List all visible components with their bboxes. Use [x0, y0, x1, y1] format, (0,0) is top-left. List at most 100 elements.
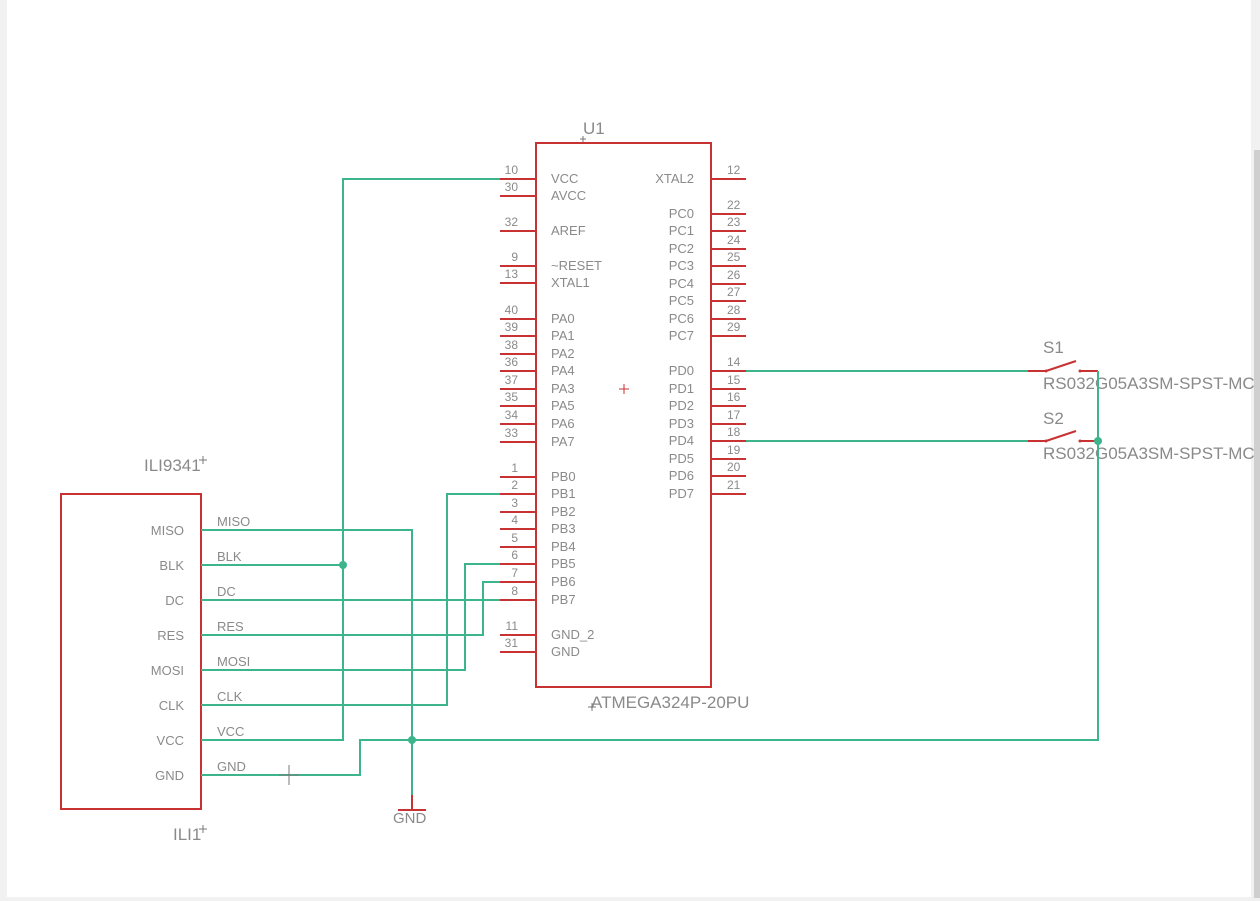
s1-value-label: RS032G05A3SM-SPST-MC — [1043, 374, 1255, 393]
u1-pin-label: PA6 — [551, 416, 575, 431]
u1-pin-label: PA7 — [551, 434, 575, 449]
gnd-label: GND — [393, 810, 427, 827]
u1-microcontroller[interactable]: U1 ATMEGA324P-20PU 10VCC30AVCC32AREF9~RE… — [500, 119, 749, 712]
u1-pin-label: PD5 — [669, 451, 694, 466]
u1-pin-label: AVCC — [551, 188, 586, 203]
u1-pin-number: 37 — [505, 373, 519, 387]
ili-pin-label: GND — [155, 768, 184, 783]
u1-pin-number: 12 — [727, 163, 741, 177]
ili-pin-net-label: CLK — [217, 689, 243, 704]
u1-pin-number: 32 — [505, 215, 519, 229]
u1-pin-number: 35 — [505, 390, 519, 404]
ili-pin-net-label: GND — [217, 759, 246, 774]
ili-pin-net-label: RES — [217, 619, 244, 634]
net-miso[interactable] — [201, 529, 413, 808]
ili-pin-net-label: MISO — [217, 514, 250, 529]
u1-pin-label: PC7 — [669, 328, 694, 343]
net-res[interactable] — [201, 581, 500, 636]
ili-pin-net-label: VCC — [217, 724, 244, 739]
u1-pin-label: PC2 — [669, 241, 694, 256]
u1-pin-number: 8 — [511, 584, 518, 598]
net-mosi[interactable] — [201, 563, 500, 671]
u1-pin-label: PB0 — [551, 469, 576, 484]
u1-pin-label: PA4 — [551, 363, 575, 378]
u1-pin-number: 15 — [727, 373, 741, 387]
s2-value-label: RS032G05A3SM-SPST-MC — [1043, 444, 1255, 463]
u1-pin-label: ~RESET — [551, 258, 602, 273]
switch-s1[interactable]: S1 RS032G05A3SM-SPST-MC — [1028, 338, 1255, 393]
u1-pin-label: PA3 — [551, 381, 575, 396]
u1-pin-label: XTAL1 — [551, 275, 590, 290]
u1-pin-number: 27 — [727, 285, 741, 299]
cursor-crosshair — [279, 765, 299, 785]
junction-dot — [1094, 437, 1102, 445]
u1-pin-number: 11 — [506, 619, 519, 633]
u1-pin-number: 24 — [727, 233, 741, 247]
u1-pin-number: 40 — [505, 303, 519, 317]
ili-name-label: ILI1 — [173, 825, 201, 844]
u1-pin-number: 14 — [727, 355, 741, 369]
u1-pin-label: PD4 — [669, 433, 694, 448]
ili-pin-label: CLK — [159, 698, 185, 713]
u1-pin-label: PA2 — [551, 346, 575, 361]
u1-pin-number: 4 — [511, 513, 518, 527]
u1-pin-label: VCC — [551, 171, 578, 186]
u1-left-pins: 10VCC30AVCC32AREF9~RESET13XTAL140PA039PA… — [500, 163, 602, 659]
net-vcc[interactable] — [201, 178, 500, 741]
u1-pin-number: 7 — [511, 566, 518, 580]
net-gnd[interactable] — [201, 371, 1099, 776]
u1-pin-label: PB4 — [551, 539, 576, 554]
u1-pin-number: 10 — [505, 163, 519, 177]
u1-pin-label: PD2 — [669, 398, 694, 413]
u1-pin-label: GND_2 — [551, 627, 594, 642]
u1-pin-number: 23 — [727, 215, 741, 229]
ili-pin-label: DC — [165, 593, 184, 608]
s1-name-label: S1 — [1043, 338, 1064, 357]
u1-pin-number: 36 — [505, 355, 519, 369]
u1-pin-number: 9 — [511, 250, 518, 264]
gnd-symbol[interactable]: GND — [393, 795, 427, 827]
u1-pin-number: 13 — [505, 267, 519, 281]
u1-pin-number: 21 — [727, 478, 741, 492]
u1-pin-label: PD1 — [669, 381, 694, 396]
u1-pin-label: AREF — [551, 223, 586, 238]
u1-pin-label: XTAL2 — [655, 171, 694, 186]
u1-pin-label: PA0 — [551, 311, 575, 326]
u1-pin-label: PD6 — [669, 468, 694, 483]
u1-pin-number: 22 — [727, 198, 741, 212]
ili-pin-label: VCC — [157, 733, 184, 748]
ili-value-label: ILI9341 — [144, 456, 201, 475]
u1-value-label: ATMEGA324P-20PU — [591, 693, 749, 712]
ili-pin-net-label: MOSI — [217, 654, 250, 669]
u1-pin-number: 2 — [511, 478, 518, 492]
u1-pin-number: 30 — [505, 180, 519, 194]
ili-pin-label: RES — [157, 628, 184, 643]
s2-terminal — [1044, 439, 1048, 443]
s1-contact — [1045, 360, 1077, 372]
u1-pin-number: 19 — [727, 443, 741, 457]
u1-pin-label: PB3 — [551, 521, 576, 536]
u1-pin-number: 26 — [727, 268, 741, 282]
u1-pin-label: PA1 — [551, 328, 575, 343]
u1-pin-label: GND — [551, 644, 580, 659]
u1-pin-number: 16 — [727, 390, 741, 404]
u1-pin-number: 28 — [727, 303, 741, 317]
u1-pin-label: PB2 — [551, 504, 576, 519]
u1-pin-number: 33 — [505, 426, 519, 440]
ili-body — [60, 493, 202, 810]
s2-name-label: S2 — [1043, 409, 1064, 428]
u1-pin-label: PD7 — [669, 486, 694, 501]
u1-pin-number: 6 — [511, 548, 518, 562]
u1-body — [535, 142, 712, 688]
u1-pin-number: 3 — [511, 496, 518, 510]
vertical-scrollbar[interactable] — [1254, 150, 1260, 898]
u1-pin-label: PC1 — [669, 223, 694, 238]
s2-terminal — [1078, 439, 1082, 443]
u1-pin-number: 34 — [505, 408, 519, 422]
ili-pin-label: MISO — [151, 523, 184, 538]
u1-pin-number: 1 — [511, 461, 518, 475]
u1-pin-number: 38 — [505, 338, 519, 352]
s2-contact — [1045, 430, 1077, 442]
u1-pin-label: PD0 — [669, 363, 694, 378]
